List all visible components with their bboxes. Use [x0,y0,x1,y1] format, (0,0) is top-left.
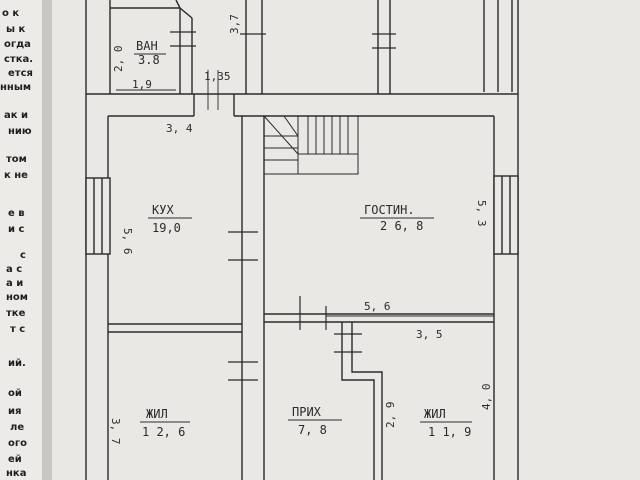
bedroom1-name: ЖИЛ [146,407,168,421]
window-left [85,177,111,255]
left-page-line: нию [8,126,32,137]
plan-walls [85,0,519,480]
kitchen-area: 19,0 [152,221,181,235]
dim-bedroom1-height: 3, 7 [109,418,122,445]
left-page-line: е в [8,208,25,219]
living-name: ГОСТИН. [364,203,415,217]
staircase [263,115,359,175]
living-area: 2 6, 8 [380,219,423,233]
dimension-lines [116,70,494,317]
left-page-line: ей [8,454,22,465]
bedroom1-area: 1 2, 6 [142,425,185,439]
dim-bedroom2-height: 4, 0 [480,384,493,411]
hall-name: ПРИХ [292,405,322,419]
bath-area: 3.8 [138,53,160,67]
stair-frame [263,115,359,175]
left-page-line: ном [6,292,28,303]
left-page-line: ется [8,68,33,79]
dim-kitchen-height: 5, 6 [121,228,134,255]
left-page-line: а и [6,278,23,289]
bath-name: ВАН [136,39,158,53]
room-labels: ВАН 3.8 КУХ 19,0 ГОСТИН. 2 6, 8 ЖИЛ 1 2,… [134,39,472,439]
left-page-text: о к ы к огда стка. ется нным ак и нию то… [0,8,33,479]
left-page-line: нка [6,468,26,479]
dim-hall-height: 2, 9 [384,402,397,429]
left-page-line: ак и [4,110,28,121]
left-page-line: и с [8,224,24,235]
dim-bedroom2-width: 3, 5 [416,328,443,341]
bath-corner [175,0,193,19]
dim-kitchen-width: 3, 4 [166,122,193,135]
left-page-line: о к [2,8,19,19]
left-page-line: ле [10,422,24,433]
door-marks [170,31,396,381]
left-page-line: нным [0,82,31,93]
left-page-line: ой [8,388,22,399]
bedroom2-name: ЖИЛ [424,407,446,421]
bedroom2-area: 1 1, 9 [428,425,471,439]
left-page-line: стка. [4,54,33,65]
left-page [0,0,50,480]
left-page-line: к не [4,170,28,181]
hall-wall-outer [341,322,375,480]
hall-wall-inner [351,322,383,480]
left-page-line: т с [10,324,25,335]
dim-living-width: 5, 6 [364,300,391,313]
left-page-line: тке [6,308,26,319]
dim-upper-divider: 3,7 [228,14,241,34]
dim-living-height: 5, 3 [475,200,488,227]
left-page-line: ия [8,406,21,417]
dim-bath-height: 2, 0 [112,46,125,73]
dimension-labels: 2, 0 1,9 1,35 3,7 3, 4 5, 6 5, 3 5, 6 3,… [109,14,493,444]
hall-area: 7, 8 [298,423,327,437]
left-page-line: ы к [6,24,26,35]
page-spine-shadow [42,0,52,480]
stair-diagonal [283,115,299,137]
left-page-line: огда [4,39,31,50]
left-page-line: ого [8,438,27,449]
dim-bath-width: 1,9 [132,78,152,91]
stair-diagonal [263,115,299,155]
kitchen-name: КУХ [152,203,174,217]
left-page-line: том [6,154,27,165]
window-right [493,175,519,255]
left-page-line: а с [6,264,22,275]
left-page-line: с [20,250,26,261]
dim-corridor: 1,35 [204,70,231,83]
left-page-line: ий. [8,358,26,369]
